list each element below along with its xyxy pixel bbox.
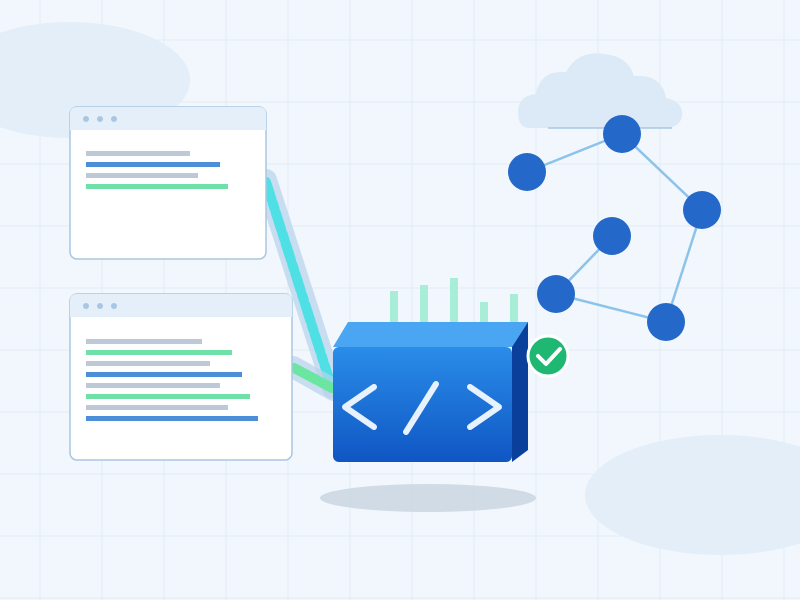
content-line [86, 372, 242, 377]
content-line [86, 416, 258, 421]
network-node [593, 217, 631, 255]
signal-bar [450, 278, 458, 347]
browser-window-bottom [69, 293, 293, 461]
content-line [86, 350, 232, 355]
cube-top-face [333, 322, 528, 347]
window-control-dot [97, 116, 103, 122]
network-node [508, 153, 546, 191]
code-block [333, 322, 528, 462]
cube-side-face [512, 322, 528, 462]
network-link [664, 209, 704, 323]
window-control-dot [97, 303, 103, 309]
browser-windows [69, 106, 293, 461]
content-line [86, 162, 220, 167]
window-control-dot [83, 116, 89, 122]
content-line [86, 339, 202, 344]
background-blob-bottom-right [585, 435, 800, 555]
checkmark-icon [526, 334, 570, 378]
content-line [86, 361, 210, 366]
network-node [683, 191, 721, 229]
content-line [86, 405, 228, 410]
window-control-dot [111, 303, 117, 309]
content-line [86, 173, 198, 178]
content-line [86, 383, 220, 388]
signal-bar [390, 291, 398, 347]
content-line [86, 151, 190, 156]
browser-window-top [69, 106, 267, 260]
window-control-dot [83, 303, 89, 309]
network-graph-icon [508, 115, 721, 341]
window-control-dot [111, 116, 117, 122]
network-node [647, 303, 685, 341]
cube-shadow [320, 484, 536, 512]
code-brackets-icon [342, 381, 502, 435]
signal-bar [510, 294, 518, 347]
network-node [537, 275, 575, 313]
content-line [86, 394, 250, 399]
content-line [86, 184, 228, 189]
network-node [603, 115, 641, 153]
data-beams [255, 169, 345, 401]
signal-bar [420, 285, 428, 347]
